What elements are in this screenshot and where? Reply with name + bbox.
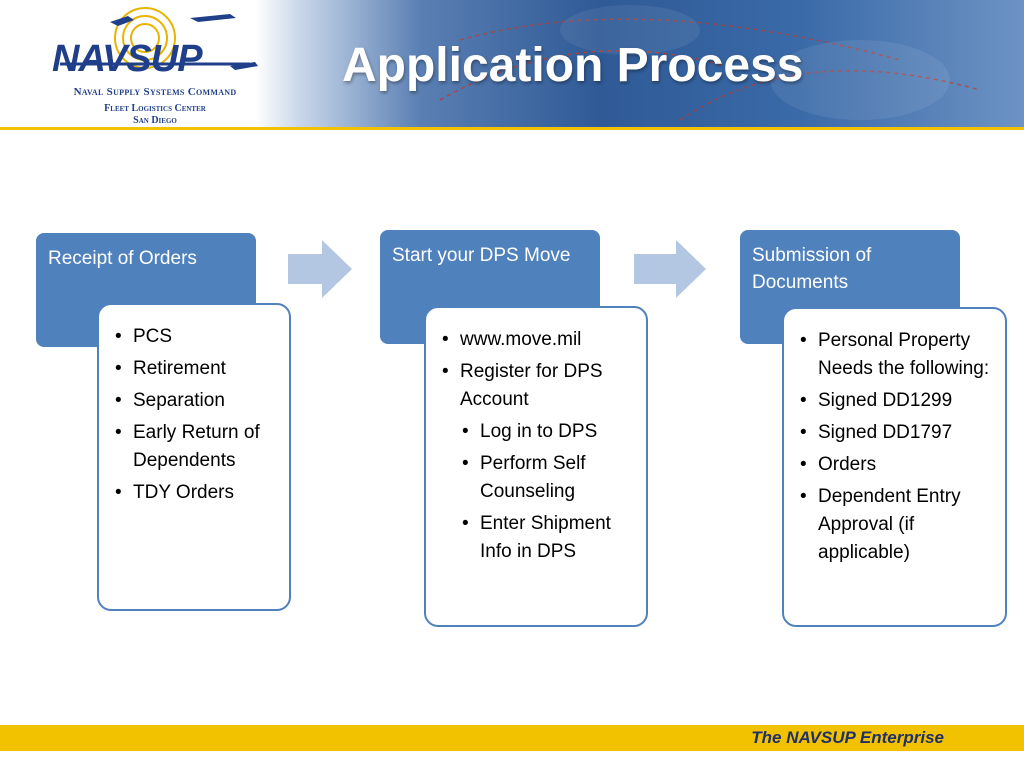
list-item: Orders — [798, 451, 997, 479]
list-item: TDY Orders — [113, 479, 281, 507]
step-3-title: Submission of Documents — [752, 245, 872, 293]
list-item: Signed DD1797 — [798, 419, 997, 447]
list-item: Early Return of Dependents — [113, 419, 281, 475]
step-2-title: Start your DPS Move — [392, 245, 571, 266]
list-item: Log in to DPS — [460, 418, 638, 446]
list-item: PCS — [113, 323, 281, 351]
step-1-details: PCS Retirement Separation Early Return o… — [97, 303, 291, 611]
list-item: www.move.mil — [440, 326, 638, 354]
list-item: Register for DPS Account — [440, 358, 638, 414]
page-title: Application Process — [342, 39, 804, 92]
footer-bar: The NAVSUP Enterprise — [0, 725, 1024, 751]
header-divider — [0, 127, 1024, 130]
navsup-logo: NAVSUP Naval Supply Systems Command Flee… — [0, 0, 275, 128]
step-2-list: www.move.mil Register for DPS Account Lo… — [440, 326, 638, 566]
step-2-details: www.move.mil Register for DPS Account Lo… — [424, 306, 648, 627]
list-item: Personal Property Needs the following: — [798, 327, 997, 383]
logo-center-line2: San Diego — [133, 115, 177, 126]
logo-center-name: Fleet Logistics Center San Diego — [40, 103, 270, 127]
header-banner: NAVSUP Naval Supply Systems Command Flee… — [0, 0, 1024, 128]
list-item: Signed DD1299 — [798, 387, 997, 415]
globe-emblem-icon — [60, 7, 258, 70]
list-item: Dependent Entry Approval (if applicable) — [798, 483, 997, 567]
list-item: Separation — [113, 387, 281, 415]
footer-text: The NAVSUP Enterprise — [751, 728, 944, 747]
list-item: Enter Shipment Info in DPS — [460, 510, 638, 566]
logo-command-name: Naval Supply Systems Command — [73, 86, 237, 98]
logo-center-line1: Fleet Logistics Center — [104, 103, 206, 114]
step-3-list: Personal Property Needs the following: S… — [798, 327, 997, 567]
step-3-details: Personal Property Needs the following: S… — [782, 307, 1007, 627]
right-arrow-icon — [634, 240, 706, 298]
list-item: Perform Self Counseling — [460, 450, 638, 506]
list-item: Retirement — [113, 355, 281, 383]
step-1-list: PCS Retirement Separation Early Return o… — [113, 323, 281, 507]
logo-wordmark: NAVSUP — [52, 38, 203, 80]
right-arrow-icon — [288, 240, 352, 298]
step-1-title: Receipt of Orders — [48, 248, 197, 269]
world-map-decoration — [439, 5, 981, 121]
